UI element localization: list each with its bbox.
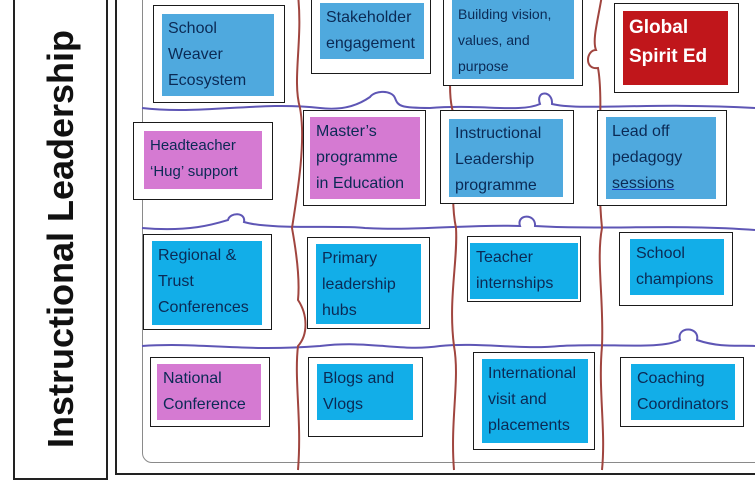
piece-primary-hubs: Primary leadership hubs <box>307 237 430 329</box>
sessions-link[interactable]: sessions <box>612 175 675 192</box>
teacher-internships-label: Teacher internships <box>470 243 578 299</box>
piece-headteacher-hug: Headteacher ‘Hug’ support <box>133 122 273 200</box>
blogs-label: Blogs and Vlogs <box>317 364 413 420</box>
puzzle-board <box>142 0 755 463</box>
coaching-label: Coaching Coordinators <box>631 364 735 420</box>
stakeholder-label: Stakeholder engagement <box>320 3 424 59</box>
piece-international: International visit and placements <box>473 352 595 450</box>
lead-off-text: Lead off pedagogy <box>612 123 683 166</box>
piece-regional: Regional & Trust Conferences <box>143 234 272 330</box>
piece-masters: Master’s programme in Education <box>303 110 426 206</box>
horizontal-seam-3 <box>141 328 755 349</box>
instructional-programme-label: Instructional Leadership programme <box>449 119 563 197</box>
national-conference-label: National Conference <box>157 364 261 420</box>
piece-school-champions: School champions <box>619 232 733 306</box>
horizontal-seam-1 <box>141 90 755 112</box>
piece-lead-off: Lead off pedagogy sessions <box>597 110 727 206</box>
piece-stakeholder: Stakeholder engagement <box>311 0 431 74</box>
piece-blogs: Blogs and Vlogs <box>308 357 423 437</box>
lead-off-label: Lead off pedagogy sessions <box>606 117 716 199</box>
piece-school-weaver: School Weaver Ecosystem <box>153 5 285 103</box>
primary-hubs-label: Primary leadership hubs <box>316 244 421 324</box>
building-vision-label: Building vision, values, and purpose <box>452 0 574 79</box>
international-label: International visit and placements <box>482 359 588 443</box>
horizontal-seam-2 <box>141 213 755 231</box>
piece-global-spirit: Global Spirit Ed <box>614 3 739 93</box>
school-weaver-label: School Weaver Ecosystem <box>162 14 274 96</box>
headteacher-hug-label: Headteacher ‘Hug’ support <box>144 131 262 189</box>
piece-instructional-programme: Instructional Leadership programme <box>440 110 574 204</box>
masters-label: Master’s programme in Education <box>310 117 420 199</box>
regional-label: Regional & Trust Conferences <box>152 241 262 325</box>
outer-frame <box>115 0 755 475</box>
piece-building-vision: Building vision, values, and purpose <box>443 0 583 86</box>
piece-coaching: Coaching Coordinators <box>620 357 744 427</box>
side-title-panel: Instructional Leadership <box>13 0 108 480</box>
piece-teacher-internships: Teacher internships <box>467 236 581 302</box>
global-spirit-label: Global Spirit Ed <box>623 11 728 85</box>
school-champions-label: School champions <box>630 239 724 295</box>
piece-national-conference: National Conference <box>150 357 270 427</box>
vertical-seam-1 <box>290 0 307 471</box>
